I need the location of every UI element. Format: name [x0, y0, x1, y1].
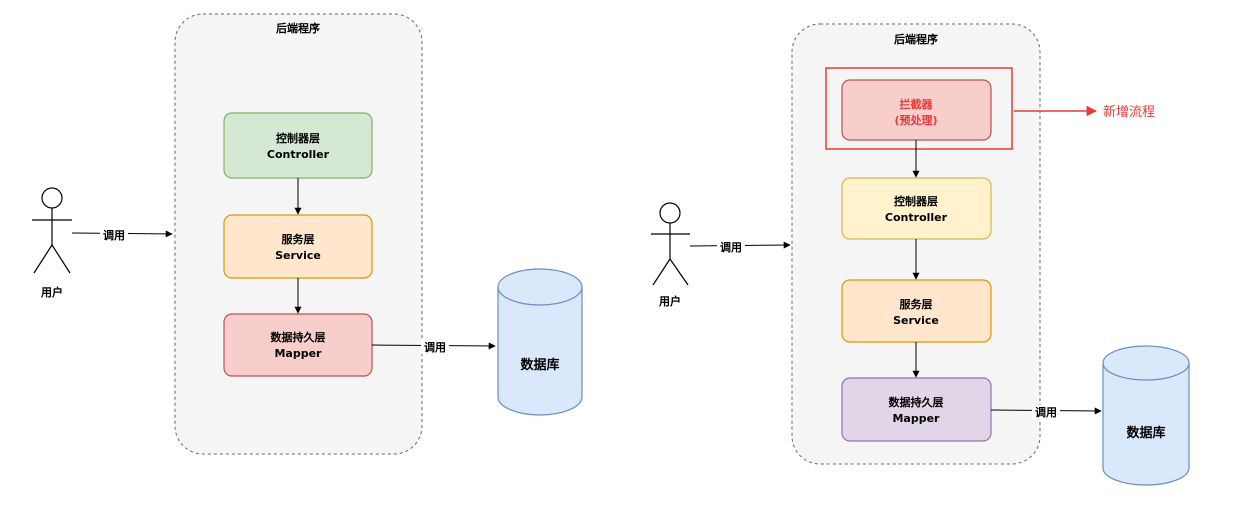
left-controller-box — [223, 112, 373, 179]
left-database-icon — [497, 268, 583, 416]
right-mapper-label-en: Mapper — [892, 412, 940, 425]
right-controller-label-en: Controller — [885, 211, 948, 224]
left-database-label: 数据库 — [520, 357, 559, 373]
right-mapper-label-cn: 数据持久层 — [889, 395, 944, 409]
right-service-label-en: Service — [893, 314, 939, 327]
new-flow-label: 新增流程 — [1103, 104, 1155, 120]
left-container-title: 后端程序 — [276, 21, 320, 35]
right-db-call-label: 调用 — [1035, 405, 1057, 419]
right-mapper-box — [841, 377, 992, 442]
right-user-label: 用户 — [659, 294, 681, 308]
left-diagram: 后端程序 控制器层 Controller 服务层 Service 数据持久层 M… — [32, 13, 583, 455]
left-mapper-label-cn: 数据持久层 — [271, 330, 326, 344]
right-database-icon — [1102, 345, 1190, 486]
right-database-label: 数据库 — [1126, 425, 1165, 441]
right-user-icon — [651, 202, 690, 286]
right-controller-label-cn: 控制器层 — [894, 194, 938, 208]
left-service-label-en: Service — [275, 249, 321, 262]
left-user-icon — [32, 187, 72, 274]
left-db-call-label: 调用 — [424, 340, 446, 354]
right-user-call-label: 调用 — [720, 240, 742, 254]
right-interceptor-label-line1: 拦截器 — [900, 97, 934, 111]
left-controller-label-cn: 控制器层 — [276, 131, 320, 145]
right-controller-box — [841, 177, 992, 240]
left-user-call-label: 调用 — [103, 228, 125, 242]
left-service-box — [223, 214, 373, 279]
new-flow-highlight-frame — [825, 67, 1013, 150]
right-diagram: 后端程序 拦截器 (预处理) 新增流程 控制器层 Controller 服务层 … — [651, 23, 1190, 486]
right-service-label-cn: 服务层 — [900, 297, 933, 311]
left-mapper-label-en: Mapper — [274, 347, 322, 360]
right-service-box — [841, 279, 992, 343]
left-controller-label-en: Controller — [267, 148, 330, 161]
left-user-label: 用户 — [41, 285, 63, 299]
left-mapper-box — [223, 313, 373, 377]
right-container-title: 后端程序 — [894, 32, 938, 46]
right-interceptor-label-line2: (预处理) — [894, 113, 937, 127]
left-service-label-cn: 服务层 — [282, 232, 315, 246]
